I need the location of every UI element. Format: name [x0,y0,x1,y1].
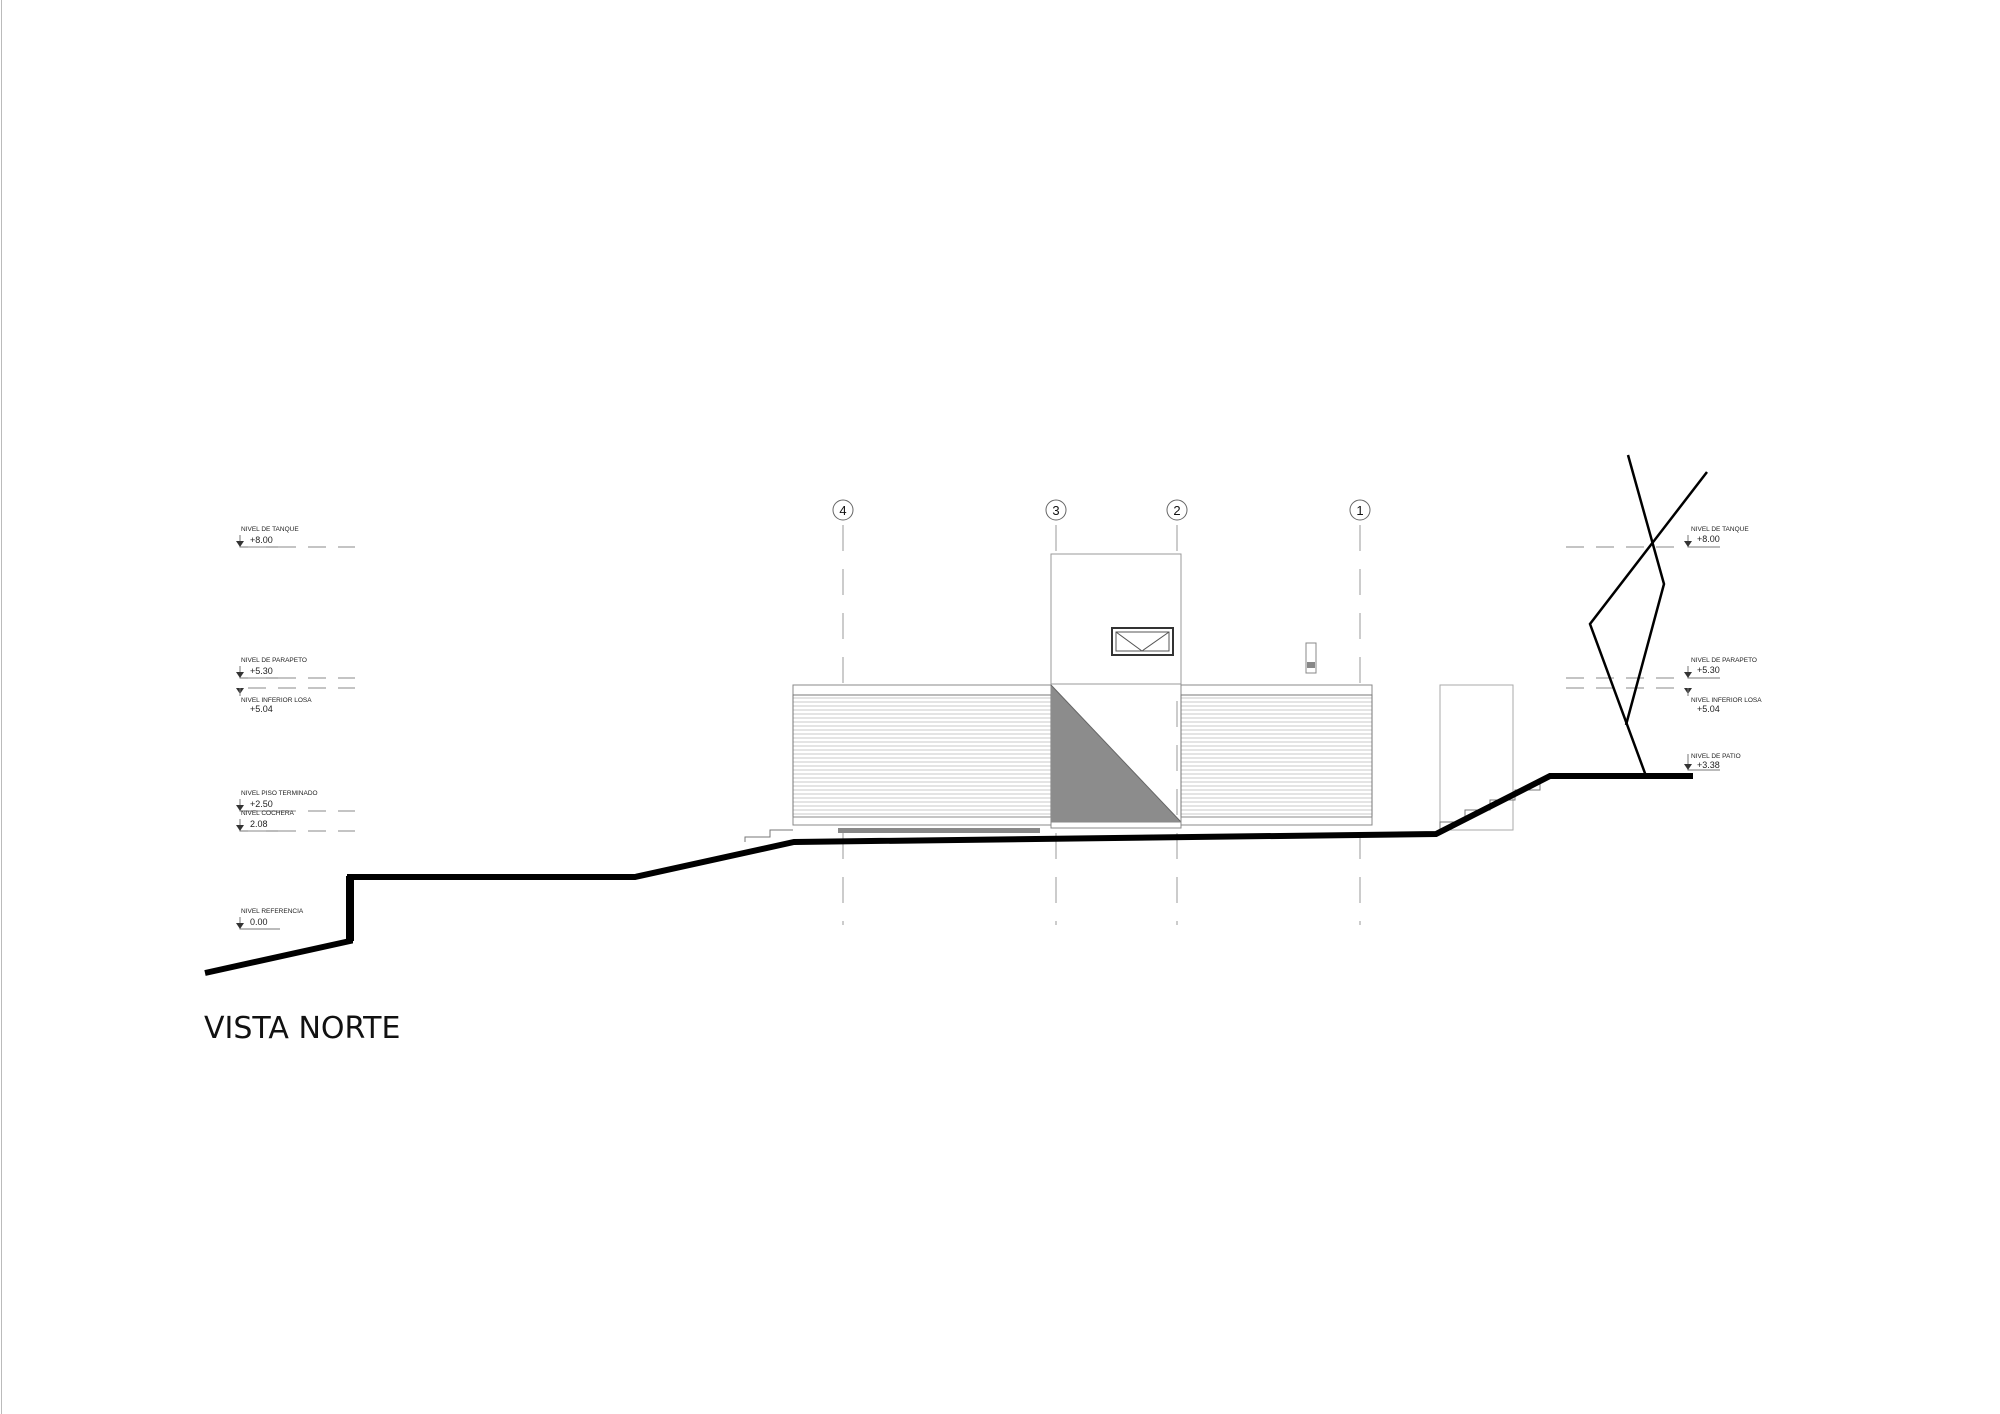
level-name: NIVEL INFERIOR LOSA [241,697,312,704]
level-value: +5.30 [250,666,273,676]
right-volume [1180,694,1373,818]
level-name: NIVEL PISO TERMINADO [241,790,318,797]
left-volume-parapet [792,684,1052,696]
patio-wall [1439,684,1514,831]
level-marker-losa-right: NIVEL INFERIOR LOSA +5.04 [1566,687,1762,714]
level-value: 0.00 [250,917,268,927]
right-volume-parapet [1180,684,1373,696]
level-name: NIVEL INFERIOR LOSA [1691,697,1762,704]
garage-slab [838,828,1040,833]
axis-label: 4 [839,503,846,518]
level-value: +5.30 [1697,665,1720,675]
level-value: +2.50 [250,799,273,809]
right-volume-base [1180,816,1373,826]
level-value: +8.00 [1697,534,1720,544]
axis-label: 3 [1052,503,1059,518]
tower-window [1111,627,1174,656]
axis-label: 1 [1356,503,1363,518]
level-value: +8.00 [250,535,273,545]
level-marker-referencia-left: NIVEL REFERENCIA 0.00 [236,908,304,930]
left-volume [792,694,1052,818]
level-name: NIVEL DE PARAPETO [241,657,307,664]
level-marker-tanque-left: NIVEL DE TANQUE +8.00 [236,526,355,548]
chimney [1305,642,1317,674]
left-volume-base [792,816,1052,826]
level-marker-losa-left: NIVEL INFERIOR LOSA +5.04 [236,687,355,714]
level-name: NIVEL DE TANQUE [241,526,299,533]
level-value: +5.04 [250,704,273,714]
level-marker-patio-right: NIVEL DE PATIO +3.38 [1684,753,1741,771]
level-name: NIVEL REFERENCIA [241,908,304,915]
level-marker-cochera-left: NIVEL COCHERA 2.08 [236,810,355,832]
entry-steps [744,829,793,842]
level-marker-parapeto-right: NIVEL DE PARAPETO +5.30 [1566,657,1757,679]
building [744,553,1541,842]
levels-left: NIVEL DE TANQUE +8.00 NIVEL DE PARAPETO … [236,526,355,930]
level-name: NIVEL COCHERA [241,810,295,817]
levels-right: NIVEL DE TANQUE +8.00 NIVEL DE PARAPETO … [1566,526,1762,771]
level-marker-piso-left: NIVEL PISO TERMINADO +2.50 [236,790,355,812]
drawing-title: VISTA NORTE [204,1011,400,1046]
level-name: NIVEL DE PARAPETO [1691,657,1757,664]
level-name: NIVEL DE PATIO [1691,753,1741,760]
level-name: NIVEL DE TANQUE [1691,526,1749,533]
central-base [1050,821,1182,829]
level-marker-tanque-right: NIVEL DE TANQUE +8.00 [1566,526,1749,548]
level-value: +3.38 [1697,760,1720,770]
tree [1588,454,1708,777]
tank-tower [1050,553,1182,685]
level-value: +5.04 [1697,704,1720,714]
level-value: 2.08 [250,819,268,829]
level-marker-parapeto-left: NIVEL DE PARAPETO +5.30 [236,657,355,679]
axis-label: 2 [1173,503,1180,518]
